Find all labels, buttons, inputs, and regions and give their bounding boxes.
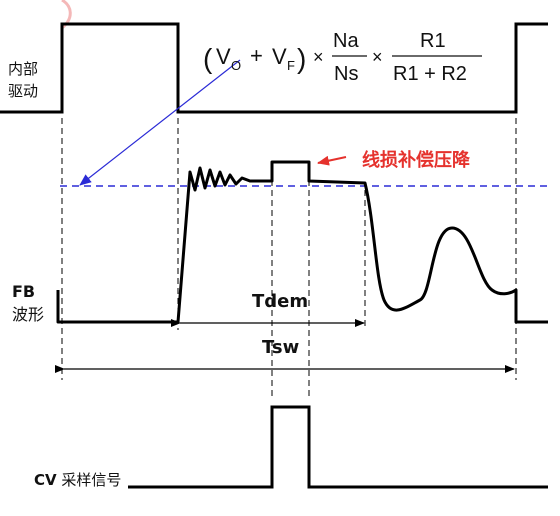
compensation-formula: ( V O + V F ) × Na Ns × R1 R1 + R2 bbox=[203, 30, 482, 85]
formula-plus: + bbox=[250, 43, 263, 68]
fb-waveform-label: FB 波形 bbox=[12, 280, 44, 326]
formula-den2: R1 + R2 bbox=[393, 63, 467, 85]
cv-text: 采样信号 bbox=[61, 471, 122, 489]
formula-times2: × bbox=[372, 47, 383, 67]
cv-prefix: CV bbox=[34, 471, 57, 489]
formula-rparen: ) bbox=[297, 43, 306, 74]
formula-sub-o: O bbox=[231, 58, 241, 73]
internal-drive-line2: 驱动 bbox=[8, 82, 39, 100]
fb-label-line2: 波形 bbox=[12, 305, 45, 324]
formula-sub-f: F bbox=[287, 58, 295, 73]
cv-sampling-label: CV 采样信号 bbox=[34, 469, 121, 490]
formula-lparen: ( bbox=[203, 43, 213, 74]
cv-sampling-waveform bbox=[128, 405, 548, 489]
internal-drive-waveform bbox=[0, 22, 548, 114]
formula-times1: × bbox=[313, 47, 324, 67]
time-guides bbox=[61, 118, 517, 400]
fb-waveform bbox=[56, 160, 548, 324]
formula-den1: Ns bbox=[334, 63, 358, 85]
formula-v2: V bbox=[272, 44, 287, 69]
formula-num2: R1 bbox=[420, 30, 446, 52]
formula-pointer-arrow bbox=[79, 59, 241, 186]
fb-label-line1: FB bbox=[12, 282, 36, 301]
line-comp-arrow bbox=[317, 155, 347, 166]
line-compensation-label: 线损补偿压降 bbox=[362, 150, 470, 171]
internal-drive-label: 内部 驱动 bbox=[8, 58, 38, 102]
tsw-label: Tsw bbox=[262, 337, 300, 358]
formula-v1: V bbox=[216, 44, 231, 69]
tdem-label: Tdem bbox=[252, 291, 309, 312]
internal-drive-line1: 内部 bbox=[8, 60, 39, 78]
formula-num1: Na bbox=[333, 30, 359, 52]
